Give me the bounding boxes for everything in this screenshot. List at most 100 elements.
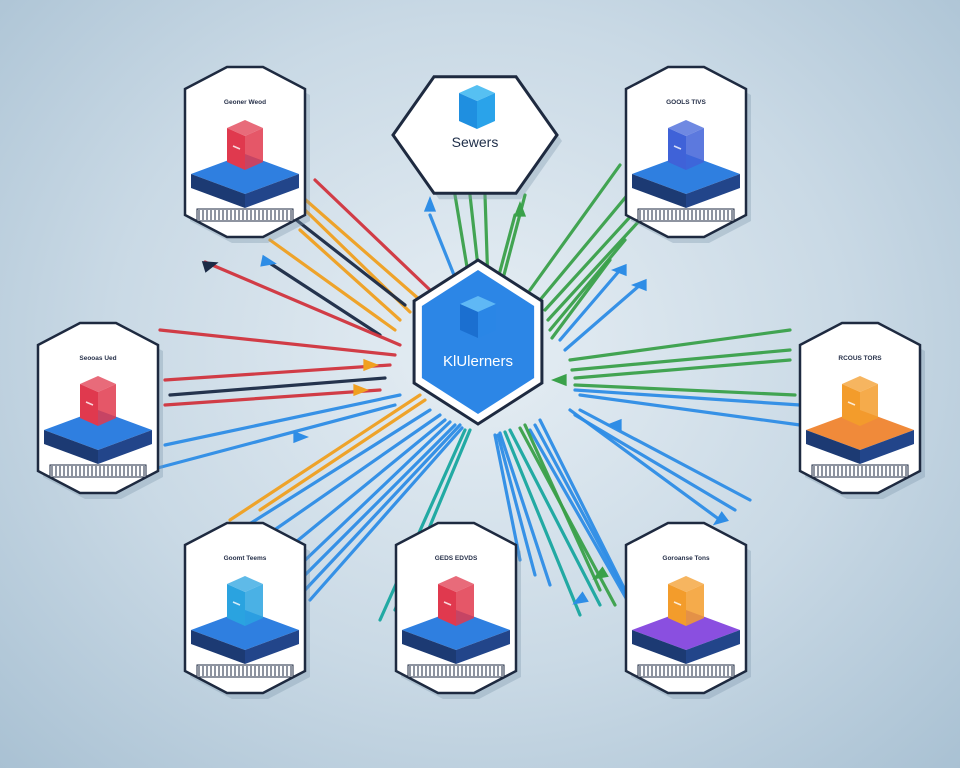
top-node: Sewers (391, 75, 562, 200)
platform-side-left (191, 174, 245, 208)
arrow-head (551, 373, 567, 387)
server-cube-left (668, 128, 686, 170)
link-line (573, 413, 737, 512)
link-line (258, 398, 427, 512)
link-line (558, 268, 622, 342)
link-line (313, 178, 432, 292)
central-hub: KlUlerners (412, 258, 544, 426)
link-line (573, 358, 792, 380)
link-line (298, 423, 457, 582)
link-line (493, 433, 522, 562)
node-label: Goomt Teems (224, 555, 267, 562)
platform-side-left (632, 630, 686, 664)
node-bottom-left: Goomt Teems (183, 521, 310, 699)
server-slot (673, 601, 682, 606)
server-cube-right (686, 584, 704, 626)
vent-grille (637, 664, 735, 678)
node-label: Goroanse Tons (662, 555, 710, 562)
platform-side-left (44, 430, 98, 464)
arrow-head (631, 278, 647, 292)
node-label: GOOLS TIVS (666, 99, 706, 106)
link-line (550, 258, 612, 340)
platform-side-left (632, 174, 686, 208)
server-cube-left (438, 584, 456, 626)
link-line (538, 418, 632, 602)
link-line (528, 163, 622, 292)
hub-cube-right (478, 304, 496, 338)
platform-side-left (191, 630, 245, 664)
platform-side-right (245, 630, 299, 664)
server-slot (673, 145, 682, 150)
arrow-head (592, 566, 609, 580)
server-slot (443, 601, 452, 606)
arrow-head (201, 261, 219, 273)
platform-side-right (245, 174, 299, 208)
vent-grille (407, 664, 505, 678)
top-cube-right (477, 93, 495, 129)
vent-grille (196, 664, 294, 678)
server-cube-right (686, 128, 704, 170)
server-slot (847, 401, 856, 406)
node-mid-left: Seooas Ued (36, 321, 163, 499)
vent-grille (637, 208, 735, 222)
hub-label: KlUlerners (443, 353, 513, 370)
link-line (518, 426, 617, 607)
link-line (278, 418, 447, 557)
arrow-head (572, 591, 589, 605)
server-cube-right (245, 128, 263, 170)
link-line (268, 238, 397, 332)
hub-body (421, 270, 535, 414)
server-cube-right (245, 584, 263, 626)
node-bottom-mid: GEDS EDVDS (394, 521, 521, 699)
link-line (298, 228, 402, 322)
link-line (578, 408, 752, 502)
server-cube-left (227, 584, 245, 626)
link-line (533, 423, 642, 622)
server-nodes: Geoner Weod GOOLS TIVS Seooas Ued RCOUS TOR… (36, 65, 925, 699)
platform-side-right (456, 630, 510, 664)
arrow-head (712, 511, 729, 526)
node-top-left: Geoner Weod (183, 65, 310, 243)
link-line (258, 413, 442, 542)
arrow-head (513, 201, 527, 217)
platform-side-right (98, 430, 152, 464)
link-line (508, 428, 602, 607)
link-line (568, 328, 792, 362)
server-cube-right (98, 384, 116, 426)
arrow-head (611, 263, 627, 277)
arrow-head (260, 254, 277, 267)
node-label: GEDS EDVDS (435, 555, 478, 562)
server-cube-right (860, 384, 878, 426)
arrow-head (606, 418, 622, 432)
server-cube-left (842, 384, 860, 426)
platform-side-right (686, 630, 740, 664)
link-line (548, 238, 627, 332)
server-cube-left (80, 384, 98, 426)
link-line (538, 178, 642, 302)
hub-cube-left (460, 304, 478, 338)
server-slot (85, 401, 94, 406)
link-line (546, 218, 642, 322)
platform-side-right (686, 174, 740, 208)
link-line (573, 388, 802, 407)
link-line (163, 393, 402, 447)
server-cube-right (456, 584, 474, 626)
link-line (163, 388, 382, 407)
vent-grille (49, 464, 147, 478)
top-node-label: Sewers (452, 134, 499, 150)
link-line (238, 408, 432, 532)
link-line (203, 260, 402, 347)
link-line (158, 328, 397, 357)
link-line (308, 426, 464, 602)
node-label: Geoner Weod (224, 99, 266, 106)
vent-grille (196, 208, 294, 222)
link-line (496, 433, 537, 577)
link-line (578, 393, 802, 427)
node-mid-right: RCOUS TORS (798, 321, 925, 499)
server-cube-left (227, 128, 245, 170)
node-label: Seooas Ued (79, 355, 116, 362)
link-line (298, 420, 452, 567)
link-line (288, 213, 407, 307)
vent-grille (811, 464, 909, 478)
